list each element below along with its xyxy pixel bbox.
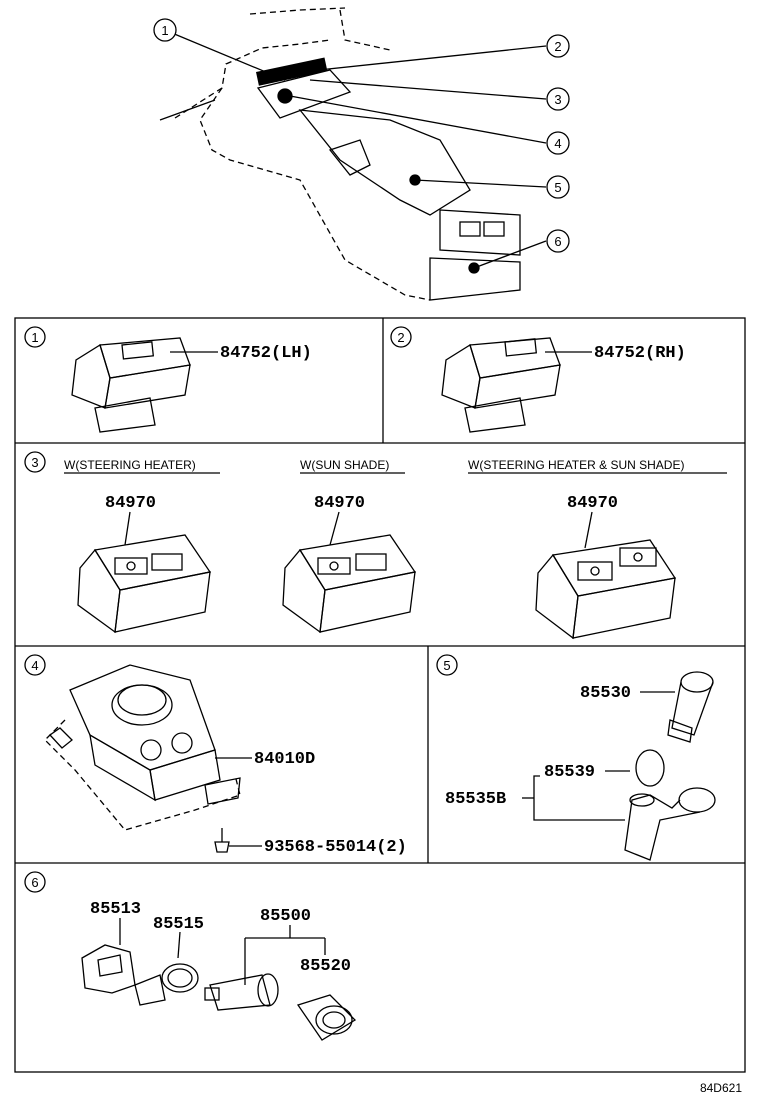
overview-callout-3: 3: [546, 87, 570, 111]
svg-text:1: 1: [31, 330, 38, 345]
part-84970-label-3: 84970: [567, 494, 618, 513]
variant-caption-sun-shade: W(SUN SHADE): [300, 458, 389, 472]
svg-text:4: 4: [554, 136, 561, 151]
part-84752-rh-label: 84752(RH): [594, 344, 686, 363]
part-85520-label: 85520: [300, 957, 351, 976]
lighter-assy-drawing: [204, 973, 279, 1011]
socket-ring-drawing: [134, 963, 199, 1006]
overview-callout-5: 5: [546, 175, 570, 199]
panel-3: 3 W(STEERING HEATER) W(SUN SHADE) W(STEE…: [24, 451, 727, 640]
overview-callout-2: 2: [546, 34, 570, 58]
svg-text:4: 4: [31, 658, 38, 673]
seat-heater-switch-lh-drawing: [71, 337, 191, 433]
seat-heater-switch-rh-drawing: [441, 337, 561, 433]
switch-assy-both-drawing: [535, 539, 677, 640]
lighter-knob-drawing: [296, 994, 357, 1041]
panel-2: 2 84752(RH): [390, 326, 686, 433]
panel-4: 4 84010D 93568-55014(2): [24, 654, 407, 857]
diagram-code: 84D621: [700, 1081, 742, 1095]
controller-knob-assy-drawing: [44, 664, 241, 831]
overview-callout-1: 1: [153, 18, 177, 42]
svg-text:1: 1: [161, 23, 168, 38]
part-85500-label: 85500: [260, 907, 311, 926]
cap-drawing: [635, 749, 665, 787]
panel-6: 6 85513 85515 85500 85520: [24, 871, 357, 1041]
console-overview: [159, 7, 547, 301]
svg-text:6: 6: [554, 234, 561, 249]
part-85513-label: 85513: [90, 900, 141, 919]
overview-callout-4: 4: [546, 131, 570, 155]
svg-text:5: 5: [554, 180, 561, 195]
part-84010d-label: 84010D: [254, 750, 315, 769]
svg-text:3: 3: [31, 455, 38, 470]
part-85515-label: 85515: [153, 915, 204, 934]
svg-text:2: 2: [554, 39, 561, 54]
svg-text:6: 6: [31, 875, 38, 890]
svg-text:5: 5: [443, 658, 450, 673]
part-85539-label: 85539: [544, 763, 595, 782]
svg-text:3: 3: [554, 92, 561, 107]
lighter-socket-drawing: [624, 787, 716, 861]
part-85535b-label: 85535B: [445, 790, 506, 809]
panel-1: 1 84752(LH): [24, 326, 312, 433]
screw-drawing: [214, 828, 230, 853]
switch-assy-steering-heater-drawing: [77, 534, 212, 634]
part-85530-label: 85530: [580, 684, 631, 703]
panel-5: 5 85530 85539 85535B: [436, 654, 716, 861]
part-93568-label: 93568-55014(2): [264, 838, 407, 857]
part-84970-label-1: 84970: [105, 494, 156, 513]
panel-grid: [14, 317, 746, 1073]
overview-callout-6: 6: [546, 229, 570, 253]
socket-cover-drawing: [81, 944, 136, 994]
lighter-plug-drawing: [667, 671, 714, 743]
variant-caption-both: W(STEERING HEATER & SUN SHADE): [468, 458, 684, 472]
part-84752-lh-label: 84752(LH): [220, 344, 312, 363]
part-84970-label-2: 84970: [314, 494, 365, 513]
svg-text:2: 2: [397, 330, 404, 345]
variant-caption-steering-heater: W(STEERING HEATER): [64, 458, 196, 472]
switch-assy-sun-shade-drawing: [282, 534, 417, 634]
